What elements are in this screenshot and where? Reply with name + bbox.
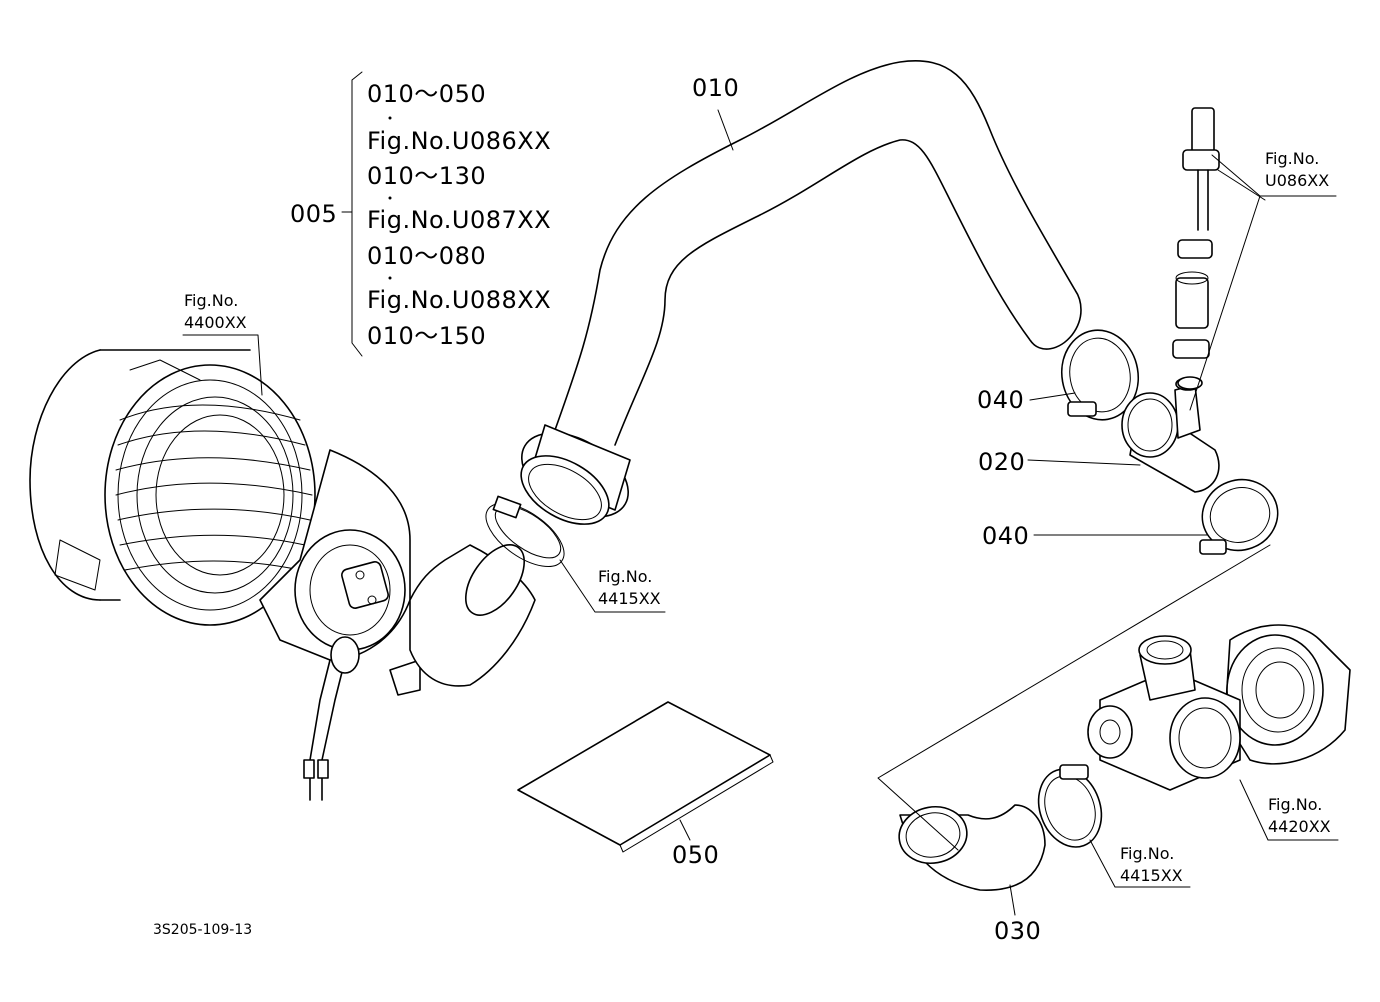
figref-clamp-left: Fig.No. 4415XX [598, 566, 661, 610]
callout-005: 005 [290, 200, 338, 228]
figref-turbo: Fig.No. 4420XX [1268, 794, 1331, 838]
set-005-item: 010～130 [367, 162, 487, 190]
figref-turbo-line2: 4420XX [1268, 817, 1331, 836]
figref-sensor: Fig.No. U086XX [1265, 148, 1329, 192]
figref-clamp-right-line1: Fig.No. [1120, 844, 1175, 863]
set-005-item: Fig.No.U087XX [367, 206, 552, 234]
callout-010: 010 [692, 74, 740, 102]
clamp-040-bottom-drawing [1199, 478, 1279, 555]
figref-sensor-line2: U086XX [1265, 171, 1330, 190]
callout-020: 020 [978, 448, 1026, 476]
clamp-right-drawing [1037, 764, 1103, 848]
callout-040-top: 040 [977, 386, 1025, 414]
set-005-item: 010～080 [367, 242, 487, 270]
figref-aircleaner-line2: 4400XX [184, 313, 247, 332]
figref-clamp-right-line2: 4415XX [1120, 866, 1183, 885]
figref-aircleaner: Fig.No. 4400XX [184, 290, 247, 334]
figref-aircleaner-line1: Fig.No. [184, 291, 239, 310]
figref-clamp-right: Fig.No. 4415XX [1120, 843, 1183, 887]
set-005-item: Fig.No.U086XX [367, 127, 552, 155]
hose-030-drawing [898, 804, 1046, 891]
sensor-drawing [1172, 107, 1266, 390]
set-005-item: 010～050 [367, 80, 487, 108]
callout-040-bottom: 040 [982, 522, 1030, 550]
turbo-drawing [1087, 624, 1351, 791]
figref-clamp-left-line2: 4415XX [598, 589, 661, 608]
tee-pipe-020-drawing [1121, 377, 1220, 493]
clamp-040-top-drawing [1060, 329, 1140, 421]
air-cleaner-drawing [29, 349, 536, 801]
figref-clamp-left-line1: Fig.No. [598, 567, 653, 586]
figref-turbo-line1: Fig.No. [1268, 795, 1323, 814]
clamp-left-drawing [485, 495, 565, 567]
callout-030: 030 [994, 917, 1042, 945]
callout-050: 050 [672, 841, 720, 869]
set-005-item: Fig.No.U088XX [367, 286, 552, 314]
leader-lines [182, 71, 1339, 916]
hose-010-drawing [520, 60, 1082, 525]
sheet-050-drawing [517, 701, 774, 853]
set-005-item: 010～150 [367, 322, 487, 350]
figref-sensor-line1: Fig.No. [1265, 149, 1320, 168]
drawing-number: 3S205-109-13 [153, 922, 253, 938]
